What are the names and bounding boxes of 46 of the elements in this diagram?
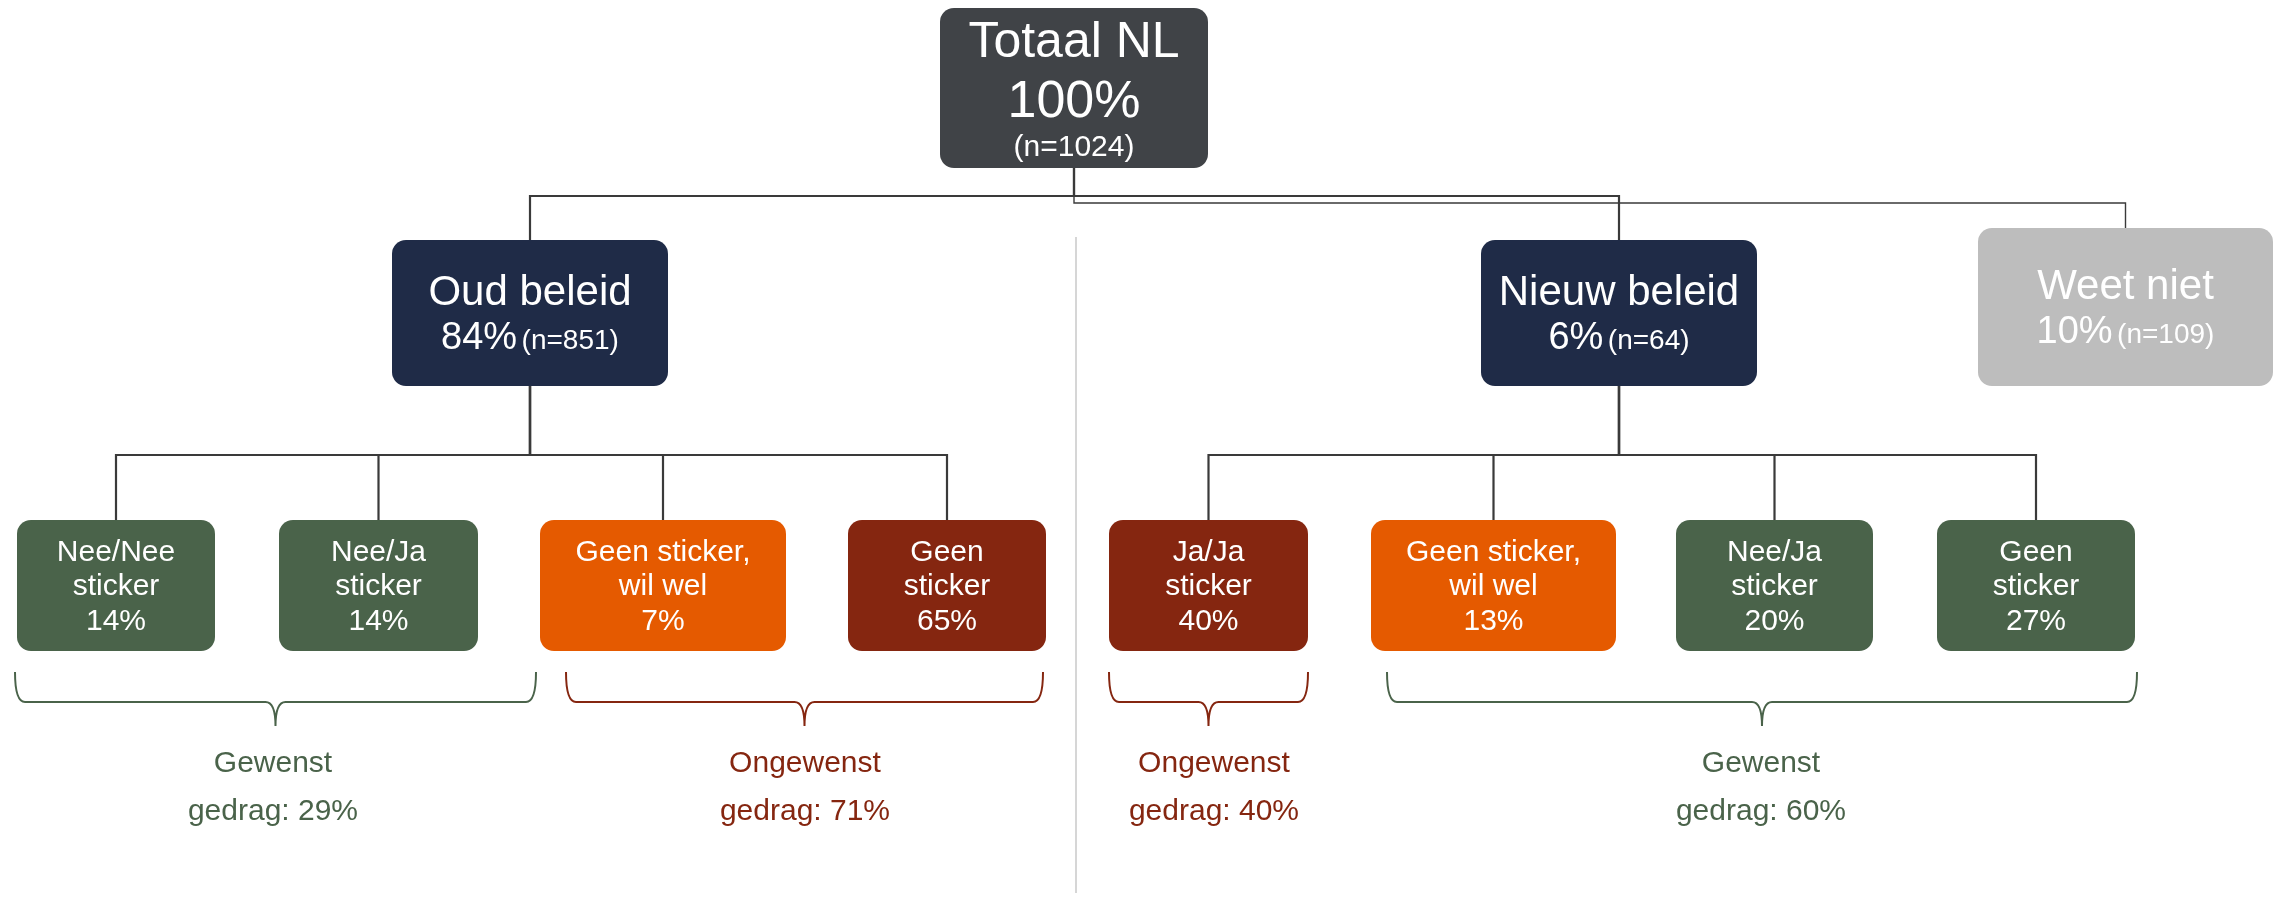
node-title: Nee/Nee sticker [55,533,177,603]
node-title: Totaal NL [968,12,1180,70]
node-value: 84% [441,315,518,359]
node-value: 100% [1007,69,1141,130]
connector-line [1617,386,2038,520]
node-value: 7% [641,602,685,638]
node-title: Oud beleid [428,267,632,316]
category-box [392,240,668,386]
node-title: Nee/Ja sticker [1725,533,1824,603]
node-title: Nee/Ja sticker [329,533,428,603]
category-box [940,8,1208,168]
node-value: (n=1024) [1013,129,1135,164]
node-title: Geen sticker [902,533,992,603]
category-box [540,520,786,651]
node-value: 40% [1178,602,1239,638]
node-value: 65% [916,602,977,638]
node-title: Nieuw beleid [1498,267,1740,316]
category-box [1978,228,2273,386]
node-title: Geen sticker, wil wel [1404,533,1583,603]
node-value: 13% [1463,602,1524,638]
node-value: (n=64) [1607,324,1690,357]
category-box [1481,240,1757,386]
node-value: 27% [2005,602,2066,638]
node-title: Geen sticker [1991,533,2081,603]
category-box [1109,520,1308,651]
node-value: (n=109) [2117,318,2215,351]
node-title: Weet niet [2037,261,2214,310]
category-box [1371,520,1616,651]
connector-line [528,386,949,520]
group-summary: Ongewenst gedrag: 40% [1127,744,1301,828]
node-value: (n=851) [521,324,619,357]
node-value: 10% [2036,309,2113,353]
node-value: 14% [85,602,146,638]
category-box [17,520,215,651]
category-box [279,520,478,651]
node-value: 14% [348,602,409,638]
node-value: 6% [1548,315,1604,359]
node-title: Ja/Ja sticker [1164,533,1253,603]
group-summary: Gewenst gedrag: 60% [1674,744,1848,828]
category-box [848,520,1046,651]
category-box [1937,520,2135,651]
node-value: 20% [1744,602,1805,638]
group-summary: Gewenst gedrag: 29% [186,744,360,828]
node-title: Geen sticker, wil wel [574,533,752,603]
group-summary: Ongewenst gedrag: 71% [718,744,892,828]
category-box [1676,520,1873,651]
